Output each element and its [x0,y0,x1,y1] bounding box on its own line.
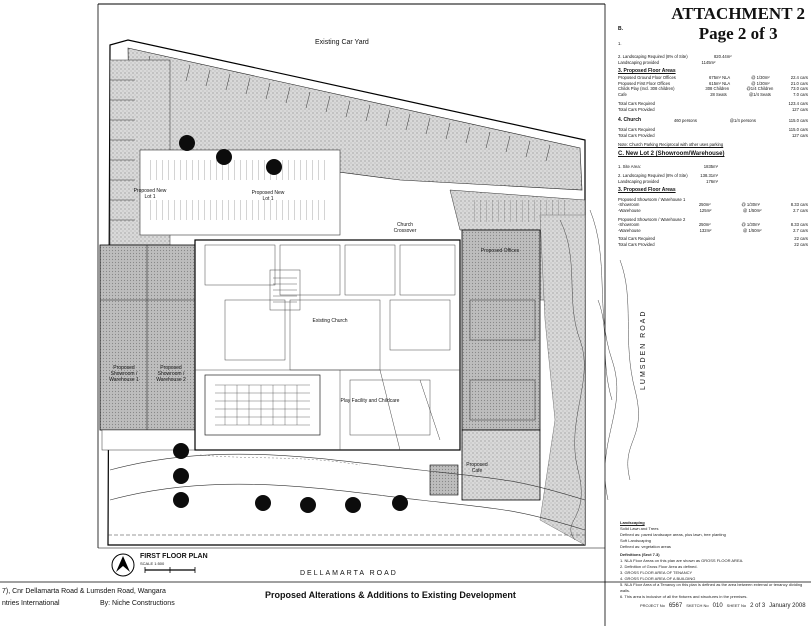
definitions-heading: Definitions (Sect 7.3) [620,552,660,557]
showroom1-label: Proposed Showroom / Warehouse 1 [109,365,139,383]
definition-line: 3. GROSS FLOOR AREA OF TENANCY [620,570,693,575]
play-facility-label: Play Facility and Childcare [340,398,400,404]
schedule-heading-b: B. [618,26,623,32]
definition-line: 2. Definition of Gross Floor Area as def… [620,564,698,569]
legend-line: Defined as: paved landscape areas, plus … [620,532,726,537]
definition-line: 1. NLA Floor Areas on this plan are show… [620,558,744,563]
showroom-warehouse-block [99,244,196,431]
legend-line: Soft Landscaping [620,538,651,543]
site-area-row: 1. Site Area:1835m² [618,163,718,169]
footer-builder: By: Niche Constructions [100,600,175,607]
tree-markers [173,135,408,513]
footer-address: 7), Cnr Dellamarta Road & Lumsden Road, … [2,588,166,595]
scale-label: SCALE 1:500 [140,561,165,566]
schedule-row: 2. Landscaping Required (8% of Site)138.… [618,173,718,179]
legend-line: Defined as: vegetation areas [620,544,671,549]
legend-notes: Landscaping Solid Lawn and Trees Defined… [620,520,805,600]
north-arrow-icon [111,553,135,577]
sw2-heading: Proposed Showroom / Warehouse 2 [618,216,686,222]
schedule-panel: B. 1. 2. Landscaping Required (8% of Sit… [618,26,808,248]
floor-areas-heading: 3. Proposed Floor Areas [618,68,676,75]
showroom2-label: Proposed Showroom / Warehouse 2 [156,365,186,383]
church-label: Existing Church [312,318,348,324]
section-c-heading: C. New Lot 2 (Showroom/Warehouse) [618,150,725,157]
attachment-title: ATTACHMENT 2 [671,4,805,23]
definition-line: 4. GROSS FLOOR AREA OF A BUILDING [620,576,696,581]
schedule-row: 2. Landscaping Required (8% of Site)820.… [618,54,732,60]
offices-label: Proposed Offices [480,248,520,254]
footer-client: ntries International [2,600,60,607]
legend-heading: Landscaping [620,520,645,525]
road-label-east: LUMSDEN ROAD [640,309,647,390]
schedule-row: Childs Play (Incl. 308 children)308 Chil… [618,86,808,92]
proposed-offices-block [461,229,541,431]
definition-line: 6. This area is inclusive of all the fix… [620,594,748,599]
cafe-block [461,429,541,501]
attachment-page: Page 2 of 3 [698,24,778,43]
cafe-label: Proposed Cafe [466,462,488,474]
church-note: Note: Church Parking Reciprocal with oth… [618,142,724,148]
church-crossover-label: Church Crossover [393,222,417,234]
definition-line: 5. NLA Floor Area of a Tenancy on this p… [620,582,803,593]
lot1-label: Proposed New Lot 1 [133,188,167,200]
attachment-header: ATTACHMENT 2 Page 2 of 3 [671,4,805,44]
lot1b-label: Proposed New Lot 1 [251,190,285,202]
road-label-south: DELLAMARTA ROAD [300,570,398,577]
sw1-heading: Proposed Showroom / Warehouse 1 [618,196,686,202]
schedule-item1: 1. [618,40,622,46]
existing-car-yard-label: Existing Car Yard [315,39,369,46]
floor2-heading: 3. Proposed Floor Areas [618,187,676,194]
first-floor-plan-label: FIRST FLOOR PLAN [140,553,208,560]
legend-line: Solid Lawn and Trees [620,526,659,531]
drawing-title: Proposed Alterations & Additions to Exis… [265,590,516,600]
